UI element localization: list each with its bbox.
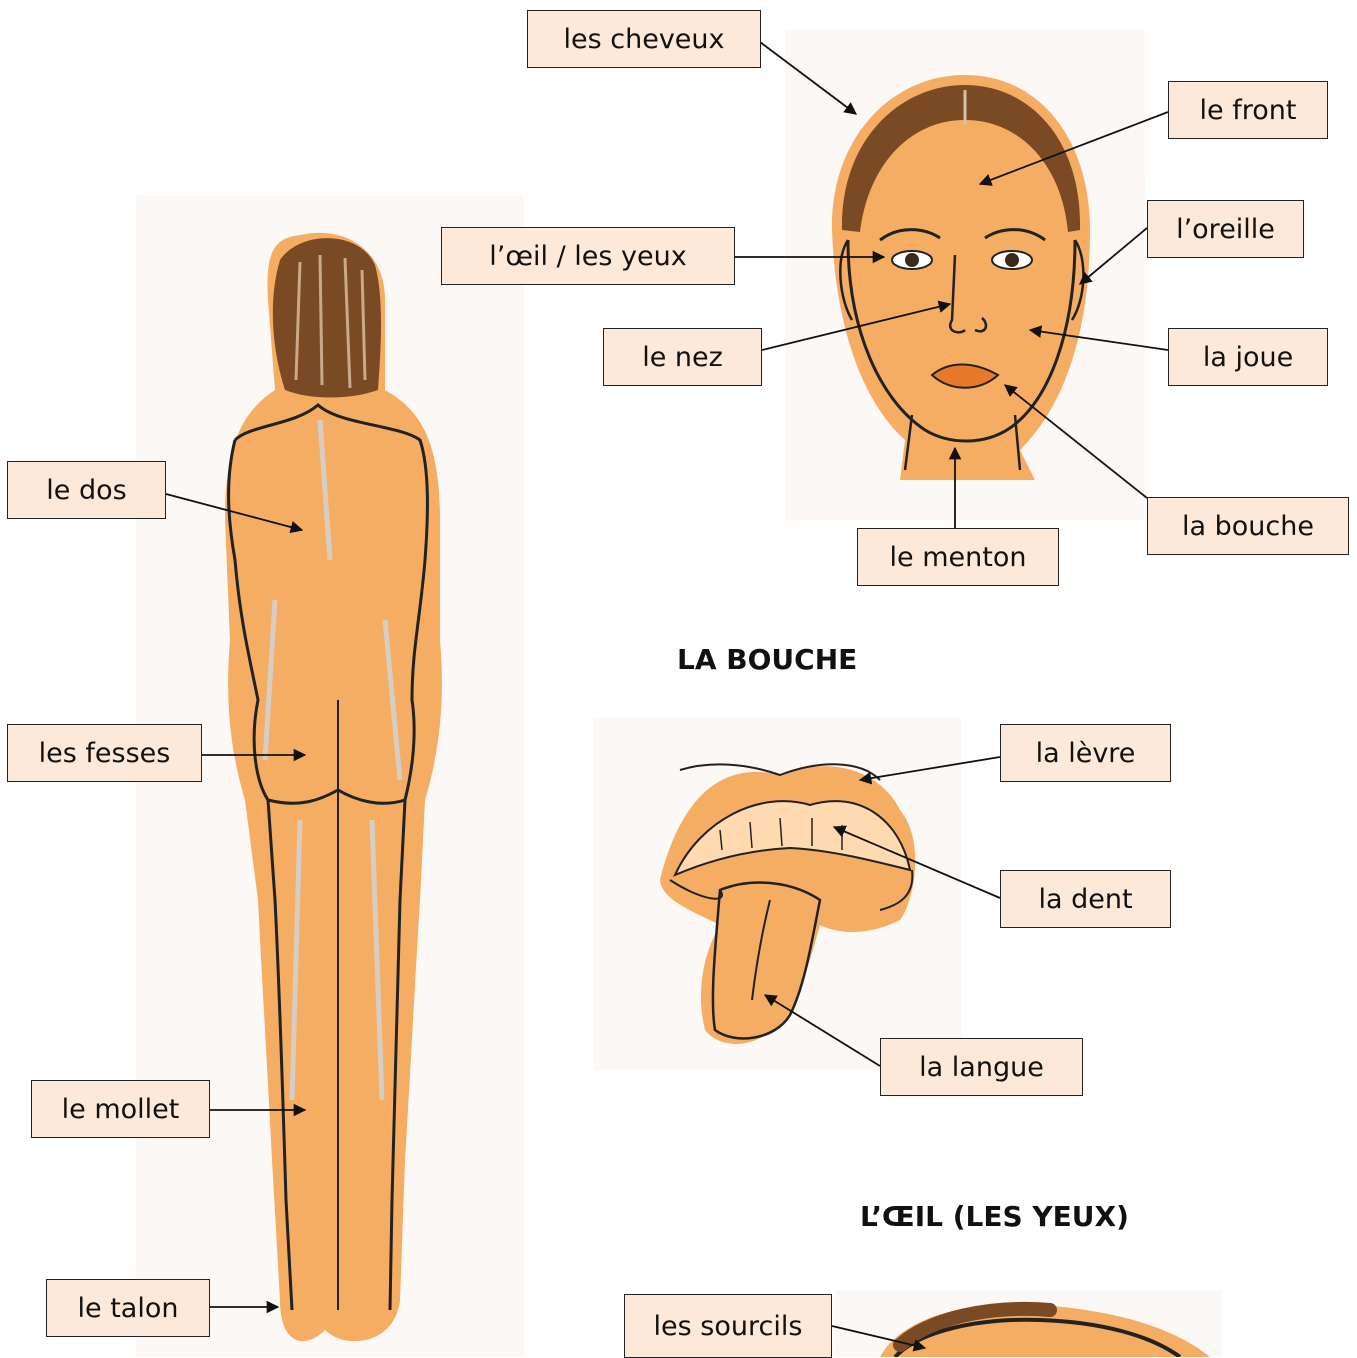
label-cheveux: les cheveux <box>527 10 761 68</box>
label-fesses: les fesses <box>7 724 202 782</box>
label-menton: le menton <box>857 528 1059 586</box>
label-langue: la langue <box>880 1038 1083 1096</box>
label-joue: la joue <box>1168 328 1328 386</box>
label-mollet: le mollet <box>31 1080 210 1138</box>
heading-eye: L’ŒIL (LES YEUX) <box>860 1200 1129 1233</box>
heading-mouth: LA BOUCHE <box>677 643 857 676</box>
label-levre: la lèvre <box>1000 724 1171 782</box>
label-dent: la dent <box>1000 870 1171 928</box>
label-talon: le talon <box>46 1279 210 1337</box>
label-front: le front <box>1168 81 1328 139</box>
label-bouche: la bouche <box>1147 497 1349 555</box>
label-dos: le dos <box>7 461 166 519</box>
label-oeil: l’œil / les yeux <box>441 227 735 285</box>
label-sourcils: les sourcils <box>624 1294 832 1358</box>
label-nez: le nez <box>603 328 762 386</box>
label-oreille: l’oreille <box>1147 200 1304 258</box>
